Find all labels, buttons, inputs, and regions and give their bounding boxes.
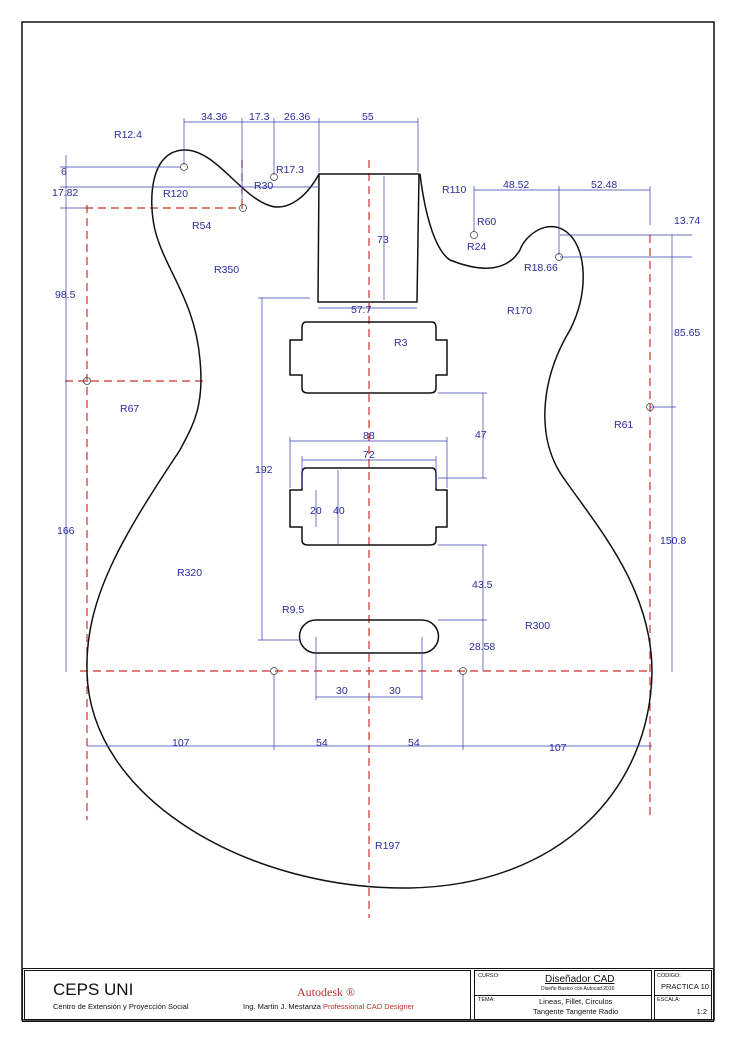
org-name: CEPS UNI <box>53 980 134 999</box>
code-box: CODIGO: PRACTICA 10 ESCALA: 1:2 <box>654 970 712 1020</box>
dim-label: 43.5 <box>472 579 493 591</box>
dim-label: 6 <box>61 166 67 178</box>
radius-label: R9.5 <box>282 604 304 616</box>
dim-label: 150.8 <box>660 535 686 547</box>
escala-label: ESCALA: <box>657 997 681 1003</box>
radius-label: R120 <box>163 188 188 200</box>
dim-label: 54 <box>316 737 328 749</box>
radius-label: R350 <box>214 264 239 276</box>
escala-value: 1:2 <box>696 1007 707 1016</box>
dim-label: 192 <box>255 464 273 476</box>
dim-label: 54 <box>408 737 420 749</box>
curso-label: CURSO: <box>478 973 500 979</box>
brand-logo: Autodesk ® <box>297 985 356 999</box>
dim-label: 73 <box>377 234 389 246</box>
dim-label: 13.74 <box>674 215 700 227</box>
dim-label: 28.58 <box>469 641 495 653</box>
author-role: Professional CAD Designer <box>323 1002 415 1011</box>
radius-label: R110 <box>442 184 466 196</box>
radius-label: R18.66 <box>524 262 558 274</box>
tema-label: TEMA: <box>478 997 495 1003</box>
radius-label: R300 <box>525 620 550 632</box>
radius-label: R170 <box>507 305 532 317</box>
radius-label: R197 <box>375 840 400 852</box>
dim-label: 17.3 <box>249 111 270 123</box>
tema-line-2: Tangente Tangente Radio <box>533 1007 619 1016</box>
dim-label: 30 <box>336 685 348 697</box>
org-subtitle: Centro de Extensión y Proyección Social <box>53 1002 189 1011</box>
radius-label: R60 <box>477 216 496 228</box>
dim-label: 52.48 <box>591 179 617 191</box>
dim-label: 107 <box>172 737 190 749</box>
dim-label: 72 <box>363 449 375 461</box>
dim-label: 17.82 <box>52 187 78 199</box>
dim-label: 20 <box>310 505 322 517</box>
radius-label: R30 <box>254 180 273 192</box>
dimension-labels: 34.36 17.3 26.36 55 48.52 52.48 R12.4 R1… <box>52 111 700 852</box>
radius-label: R54 <box>192 220 211 232</box>
course-box: CURSO: Diseñador CAD Diseño Basico con A… <box>474 970 652 1020</box>
dim-label: 34.36 <box>201 111 227 123</box>
dim-label: 107 <box>549 742 567 754</box>
tema-line-1: Lineas, Fillet, Circulos <box>539 997 613 1006</box>
dimension-lines <box>60 118 692 750</box>
codigo-label: CODIGO: <box>657 973 681 979</box>
radius-label: R61 <box>614 419 633 431</box>
dim-label: 26.36 <box>284 111 310 123</box>
dim-label: 48.52 <box>503 179 529 191</box>
dim-label: 30 <box>389 685 401 697</box>
dim-label: 55 <box>362 111 374 123</box>
center-lines <box>65 160 652 918</box>
author-name: Ing. Martin J. Mestanza <box>243 1002 321 1011</box>
radius-label: R67 <box>120 403 139 415</box>
dim-label: 40 <box>333 505 345 517</box>
title-block-main: CEPS UNI Centro de Extensión y Proyecció… <box>24 970 471 1020</box>
curso-subtitle: Diseño Basico con Autocad 2016 <box>541 986 615 992</box>
dim-label: 166 <box>57 525 75 537</box>
curso-value: Diseñador CAD <box>545 974 615 985</box>
dim-label: 57.7 <box>351 304 372 316</box>
radius-label: R3 <box>394 337 408 349</box>
neck-pocket <box>317 173 420 303</box>
dim-label: 85.65 <box>674 327 700 339</box>
dim-label: 98.5 <box>55 289 76 301</box>
dim-label: 47 <box>475 429 487 441</box>
radius-label: R24 <box>467 241 486 253</box>
title-block <box>22 968 714 1022</box>
codigo-value: PRACTICA 10 <box>661 982 709 991</box>
neck-pickup-cavity <box>289 321 448 394</box>
radius-label: R12.4 <box>114 129 142 141</box>
radius-label: R320 <box>177 567 202 579</box>
radius-label: R17.3 <box>276 164 304 176</box>
dim-label: 88 <box>363 430 375 442</box>
sheet-border <box>21 21 715 1021</box>
